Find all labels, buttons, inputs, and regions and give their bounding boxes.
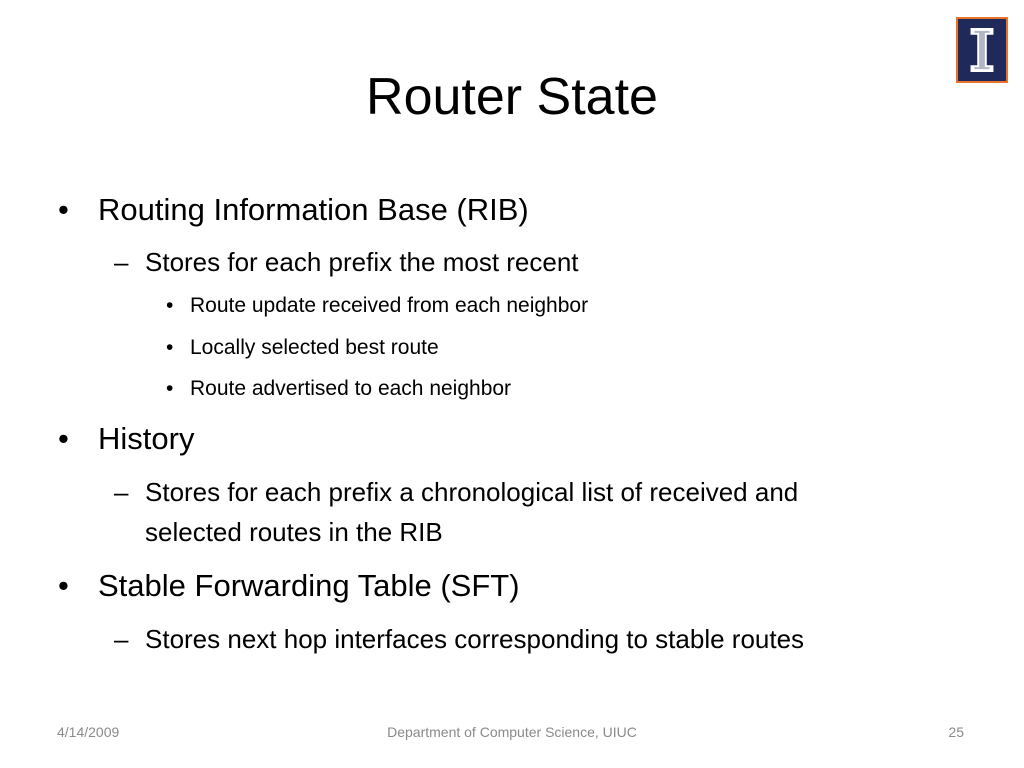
bullet-text: Locally selected best route xyxy=(190,336,439,359)
footer-department: Department of Computer Science, UIUC xyxy=(387,724,637,740)
sub-bullet-stores-recent: – Stores for each prefix the most recent xyxy=(114,242,579,282)
sub-bullet-next-hop: – Stores next hop interfaces correspondi… xyxy=(114,619,804,659)
sub-bullet-chronological-list: – Stores for each prefix a chronological… xyxy=(114,472,798,512)
bullet-text: Stable Forwarding Table (SFT) xyxy=(98,568,520,603)
bullet-marker: • xyxy=(166,336,174,359)
bullet-text: Stores next hop interfaces corresponding… xyxy=(145,624,805,654)
bullet-text: Stores for each prefix a chronological l… xyxy=(145,477,799,507)
dash-marker: – xyxy=(114,477,129,507)
bullet-marker: • xyxy=(58,568,69,603)
bullet-text: selected routes in the RIB xyxy=(145,517,443,547)
university-block-i-logo-icon xyxy=(956,17,1008,83)
sub-sub-bullet-route-update: • Route update received from each neighb… xyxy=(166,292,588,320)
sub-sub-bullet-route-advertised: • Route advertised to each neighbor xyxy=(166,375,511,403)
bullet-text: Routing Information Base (RIB) xyxy=(98,192,529,227)
bullet-marker: • xyxy=(58,421,69,456)
bullet-sft: • Stable Forwarding Table (SFT) xyxy=(58,566,520,606)
sub-sub-bullet-best-route: • Locally selected best route xyxy=(166,334,439,362)
footer-date: 4/14/2009 xyxy=(57,724,120,740)
bullet-text: History xyxy=(98,421,195,456)
bullet-marker: • xyxy=(58,192,69,227)
dash-marker: – xyxy=(114,247,129,277)
sub-bullet-chronological-list-continued: selected routes in the RIB xyxy=(114,512,443,552)
dash-marker: – xyxy=(114,624,129,654)
footer-page-number: 25 xyxy=(948,724,964,740)
bullet-history: • History xyxy=(58,419,194,459)
bullet-text: Stores for each prefix the most recent xyxy=(145,247,579,277)
bullet-text: Route advertised to each neighbor xyxy=(190,377,512,400)
bullet-marker: • xyxy=(166,294,174,317)
bullet-marker: • xyxy=(166,377,174,400)
bullet-text: Route update received from each neighbor xyxy=(190,294,589,317)
bullet-rib: • Routing Information Base (RIB) xyxy=(58,190,529,230)
slide-title: Router State xyxy=(366,68,658,126)
